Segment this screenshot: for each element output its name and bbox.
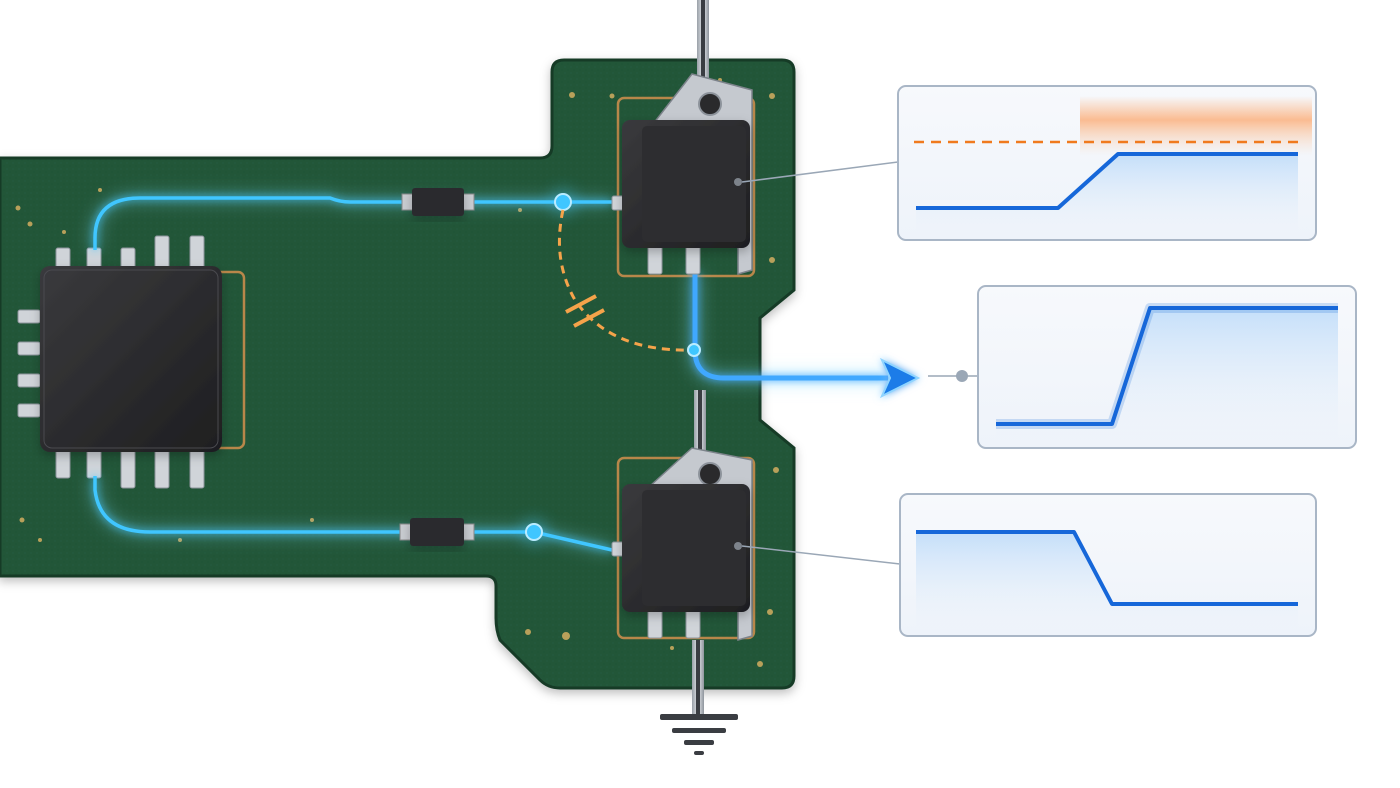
waveform-trace [996, 306, 1338, 426]
mosfet-icon [611, 447, 753, 641]
leader-lines [741, 161, 978, 565]
resistor-icon [401, 188, 475, 216]
resistor-icon [399, 518, 475, 546]
gate-node-bottom [521, 519, 547, 545]
waveform-panel-switch-node [977, 285, 1357, 449]
waveform-panel-low-side-gate [899, 493, 1317, 637]
capacitor-icon [557, 209, 693, 352]
gate-trace-bottom [90, 476, 614, 555]
switch-node-trace [687, 272, 888, 460]
leader-dot [956, 370, 968, 382]
gate-node-top [550, 189, 576, 215]
waveform-panel-high-side-gate [897, 85, 1317, 241]
mosfet-icon [611, 73, 753, 275]
arrow-right-icon [879, 357, 921, 399]
ground-icon [660, 640, 738, 755]
threshold-glow [1080, 96, 1312, 156]
gate-trace-top [90, 193, 612, 250]
drain-supply-wire [697, 0, 709, 90]
ic-chip-icon [17, 235, 222, 489]
waveform-trace [916, 530, 1298, 606]
pcb-vias [15, 78, 779, 667]
waveform-trace [916, 152, 1298, 210]
